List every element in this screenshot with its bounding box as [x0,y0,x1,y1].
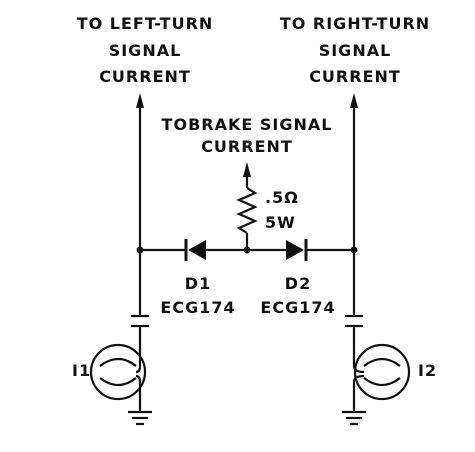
d2-name-label: D2 [285,274,311,293]
lamp-i2 [342,314,411,426]
right-turn-label-line2: SIGNAL [319,41,392,60]
left-turn-wire [136,93,144,346]
right-turn-arrow-icon [350,93,358,108]
brake-wire [236,162,258,250]
right-turn-label: TO RIGHT-TURN SIGNAL CURRENT [280,14,430,86]
lamp-i2-icon [353,343,411,401]
diode-d2 [286,239,308,261]
diode-d2-icon [286,240,304,260]
left-turn-label-line3: CURRENT [99,67,191,86]
resistor-icon [236,187,258,234]
d1-part-label: ECG174 [160,298,235,317]
d2-part-label: ECG174 [260,298,335,317]
right-turn-wire [350,93,358,346]
left-turn-label-line2: SIGNAL [109,41,182,60]
right-turn-label-line3: CURRENT [309,67,401,86]
left-turn-arrow-icon [136,93,144,108]
lamp-i1-icon [89,343,147,401]
junction-left [136,246,144,254]
left-turn-label-line1: TO LEFT-TURN [77,14,214,33]
resistor-power-label: 5W [265,213,296,232]
lamp-i1 [89,314,152,426]
junction-right [350,246,358,254]
brake-label-line1: TOBRAKE SIGNAL [162,115,333,134]
brake-label-line2: CURRENT [201,137,293,156]
right-turn-label-line1: TO RIGHT-TURN [280,14,430,33]
brake-arrow-icon [243,162,251,177]
diode-d1-icon [188,240,206,260]
d1-name-label: D1 [185,274,211,293]
left-turn-label: TO LEFT-TURN SIGNAL CURRENT [77,14,214,86]
resistor-value-label: .5Ω [265,188,299,207]
lamp1-label: I1 [72,361,91,380]
brake-signal-label: TOBRAKE SIGNAL CURRENT [162,115,333,156]
lamp2-label: I2 [418,361,437,380]
diode-d1 [184,239,206,261]
